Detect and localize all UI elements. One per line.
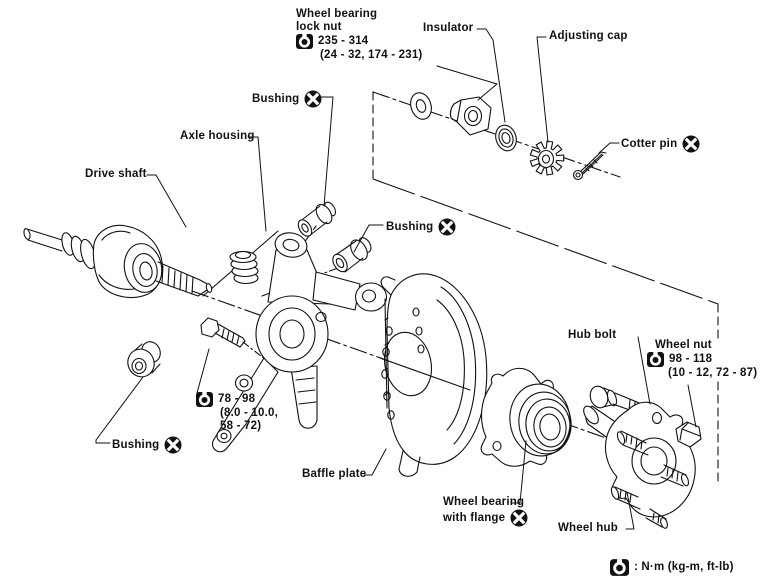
label-insulator: Insulator <box>423 22 473 35</box>
label-wheel-bearing-lock-nut: Wheel bearing lock nut 235 - 314 (24 - 3… <box>294 8 423 62</box>
torque-legend: : N·m (kg-m, ft-lb) <box>608 557 734 578</box>
legend-text: : N·m (kg-m, ft-lb) <box>634 561 734 573</box>
baffle-plate-art <box>379 273 488 477</box>
label-baffle-plate: Baffle plate <box>302 468 366 481</box>
axle-housing-art <box>200 232 388 453</box>
label-hub-bolt: Hub bolt <box>568 329 617 342</box>
torque-value: 235 - 314 <box>318 35 369 47</box>
label-wheel-hub: Wheel hub <box>558 522 618 535</box>
torque-spec-icon <box>608 557 631 578</box>
label-adjusting-cap: Adjusting cap <box>549 30 628 43</box>
torque-spec-icon <box>645 350 666 369</box>
label-text: Bushing <box>112 438 160 451</box>
label-text: Wheel hub <box>558 522 618 534</box>
label-text: Axle housing <box>180 130 255 142</box>
label-text: Bushing <box>252 92 300 105</box>
label-text: Insulator <box>423 22 474 34</box>
label-axle-housing: Axle housing <box>180 130 255 143</box>
spindle-parts-art <box>410 92 607 181</box>
label-text: Hub bolt <box>568 329 617 341</box>
torque-alt-value: 58 - 72) <box>220 420 262 432</box>
label-text: with flange <box>443 511 506 524</box>
label-text: Wheel nut <box>655 339 758 352</box>
torque-spec-icon <box>194 390 215 409</box>
torque-value: 78 - 98 <box>218 393 256 405</box>
label-bushing-upper: Bushing <box>252 88 324 110</box>
wheel-bearing-flange-art <box>480 367 572 467</box>
label-wheel-nut: Wheel nut 98 - 118 (10 - 12, 72 - 87) <box>645 339 758 380</box>
label-text: Bushing <box>386 220 434 233</box>
label-drive-shaft: Drive shaft <box>85 168 147 181</box>
label-text: lock nut <box>296 21 342 33</box>
leader-lines <box>95 28 697 530</box>
wheel-nut-art <box>675 421 702 448</box>
label-wheel-bearing-flange: Wheel bearing with flange <box>443 496 530 529</box>
label-knuckle-torque: 78 - 98 (8.0 - 10.0, 58 - 72) <box>194 390 279 433</box>
label-text: Baffle plate <box>302 468 367 480</box>
bushing-parts-art <box>127 201 372 378</box>
drive-shaft-art <box>23 224 213 298</box>
non-reusable-part-icon <box>509 507 530 529</box>
torque-alt-value: (8.0 - 10.0, <box>220 407 279 419</box>
label-text: Wheel bearing <box>296 8 378 20</box>
label-cotter-pin: Cotter pin <box>621 133 702 155</box>
label-bushing-middle: Bushing <box>386 216 458 238</box>
non-reusable-part-icon <box>303 88 324 110</box>
label-text: Cotter pin <box>621 137 678 150</box>
torque-alt-value: (24 - 32, 174 - 231) <box>320 49 423 61</box>
label-text: Drive shaft <box>85 168 147 180</box>
label-bushing-lower: Bushing <box>112 434 184 456</box>
wheel-hub-art <box>583 401 696 529</box>
non-reusable-part-icon <box>681 133 702 155</box>
label-text: Adjusting cap <box>549 30 628 42</box>
torque-value: 98 - 118 <box>669 353 713 365</box>
torque-spec-icon <box>294 32 315 51</box>
torque-alt-value: (10 - 12, 72 - 87) <box>668 367 758 380</box>
label-text: Wheel bearing <box>443 496 525 508</box>
non-reusable-part-icon <box>437 216 458 238</box>
non-reusable-part-icon <box>163 434 184 456</box>
